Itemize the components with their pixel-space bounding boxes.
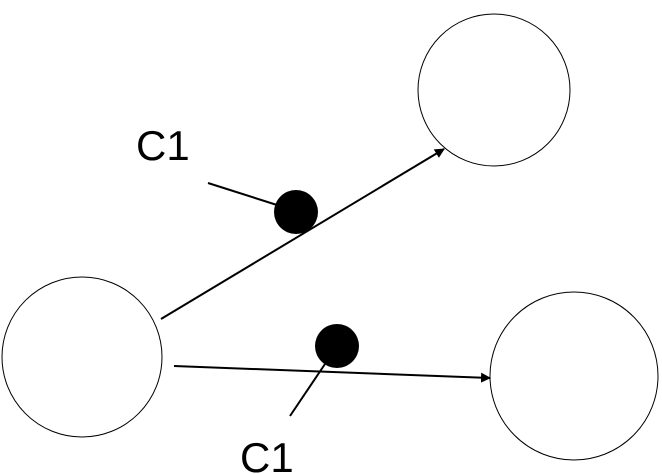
source-node [1, 276, 163, 438]
condition-marker-upper [274, 190, 318, 234]
target-node-upper [417, 13, 571, 167]
label-lower: C1 [240, 434, 294, 474]
leader-line-upper [207, 182, 278, 206]
leader-line-lower [289, 363, 326, 417]
label-upper: C1 [136, 122, 190, 169]
condition-marker-lower [315, 324, 359, 368]
edge-lower [173, 365, 491, 383]
target-node-lower [489, 291, 659, 461]
edge-upper [160, 148, 445, 320]
